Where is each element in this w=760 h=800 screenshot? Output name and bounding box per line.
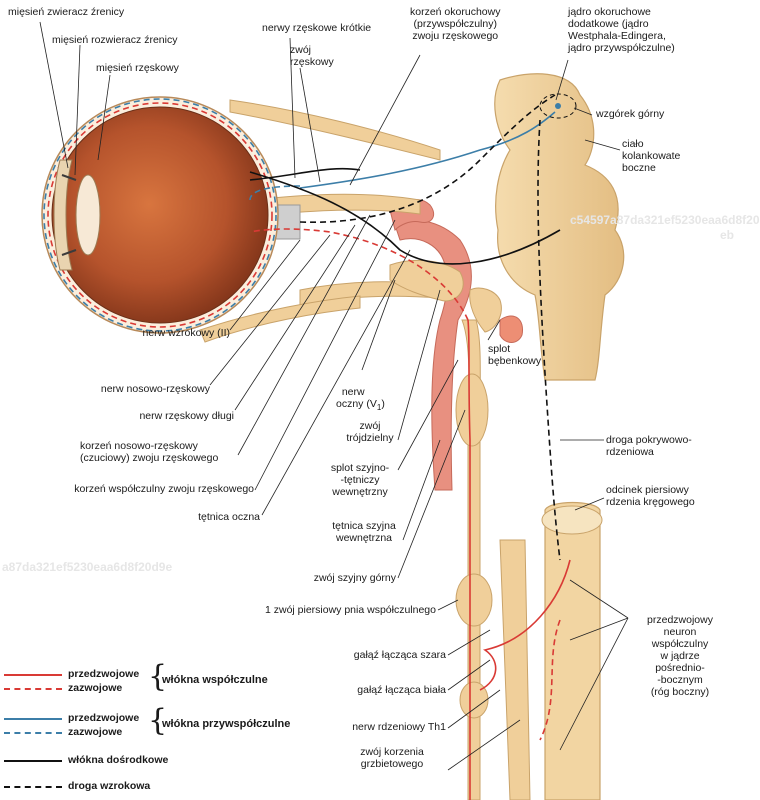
label-white-ramus: gałąź łącząca biała	[357, 684, 446, 696]
legend-group-sympathetic: włókna współczulne	[162, 674, 268, 686]
eyeball	[41, 96, 279, 334]
label-tectospinal-tract: droga pokrywowo- rdzeniowa	[606, 434, 692, 458]
anatomy-figure: { "labels": { "zwieracz": "mięsień zwier…	[2, 6, 760, 800]
parasympathetic-fibres	[249, 111, 556, 201]
spinal-cord	[499, 501, 603, 800]
internal-carotid-artery	[389, 199, 472, 491]
label-short-ciliary-nerves: nerwy rzęskowe krótkie	[262, 22, 372, 34]
watermark-3: a87da321ef5230eaa6d8f20d9e	[2, 560, 173, 574]
legend-brace: {	[148, 703, 168, 738]
legend-label: przedzwojowe	[68, 668, 140, 680]
label-edinger-westphal: jądro okoruchowe dodatkowe (jądro Westph…	[568, 6, 675, 54]
label-spinal-nerve-th1: nerw rdzeniowy Th1	[352, 721, 446, 733]
label-carotid-plexus: splot szyjno- -tętniczy wewnętrzny	[330, 462, 390, 498]
legend-label: zazwojowe	[68, 726, 123, 738]
legend-swatch	[4, 718, 62, 720]
label-internal-carotid: tętnica szyjna wewnętrzna	[332, 520, 396, 544]
label-dilator-pupillae: mięsień rozwieracz źrenicy	[52, 34, 178, 46]
label-sphincter-pupillae: mięsień zwieracz źrenicy	[8, 6, 125, 18]
label-preganglionic-neuron: przedzwojowy neuron współczulny w jądrze…	[647, 614, 713, 698]
label-nasociliary-nerve: nerw nosowo-rzęskowy	[100, 383, 210, 395]
legend-swatch	[4, 732, 62, 734]
legend-swatch	[4, 760, 62, 762]
label-long-ciliary-nerve: nerw rzęskowy długi	[139, 410, 234, 422]
label-trigeminal-ganglion: zwój trójdzielny	[346, 420, 394, 444]
legend-label: droga wzrokowa	[68, 780, 151, 792]
brainstem	[494, 73, 625, 381]
legend-swatch	[4, 674, 62, 676]
legend-label: zazwojowe	[68, 682, 123, 694]
visual-pathway	[299, 94, 561, 561]
watermark-1: c54597a87da321ef5230eaa6d8f20	[570, 213, 760, 227]
label-nasociliary-root: korzeń nosowo-rzęskowy (czuciowy) zwoju …	[80, 440, 219, 464]
label-superior-colliculus: wzgórek górny	[596, 108, 665, 120]
anatomy-illustration	[39, 21, 629, 800]
label-ophthalmic-artery: tętnica oczna	[198, 511, 260, 523]
legend-group-parasympathetic: włókna przywspółczulne	[162, 718, 291, 730]
afferent-fibres	[249, 167, 561, 265]
label-ciliary-muscle: mięsień rzęskowy	[96, 62, 179, 74]
label-tympanic-plexus: splot bębenkowy	[488, 343, 542, 367]
legend-label: przedzwojowe	[68, 712, 140, 724]
legend-swatch	[4, 786, 62, 788]
leader-lines	[39, 21, 629, 771]
legend-brace: {	[148, 659, 168, 694]
label-superior-cervical-ganglion: zwój szyjny górny	[313, 572, 396, 584]
sympathetic-fibres	[249, 228, 571, 800]
label-ophthalmic-nerve: nerw oczny (V1)	[336, 386, 385, 413]
legend-label: włókna dośrodkowe	[68, 754, 169, 766]
sympathetic-trunk	[455, 319, 493, 800]
label-lateral-geniculate: ciało kolankowate boczne	[622, 138, 681, 174]
watermark-2: eb	[720, 228, 735, 242]
label-first-thoracic-ganglion: 1 zwój piersiowy pnia współczulnego	[264, 604, 436, 616]
label-sympathetic-root: korzeń współczulny zwoju rzęskowego	[74, 483, 254, 495]
label-gray-ramus: gałąź łącząca szara	[353, 649, 446, 661]
label-thoracic-cord: odcinek piersiowy rdzenia kręgowego	[606, 484, 695, 508]
label-ciliary-ganglion: zwój rzęskowy	[290, 44, 334, 68]
label-oculomotor-root: korzeń okoruchowy (przywspółczulny) zwoj…	[410, 6, 501, 42]
label-dorsal-root-ganglion: zwój korzenia grzbietowego	[360, 746, 424, 770]
cranial-nerves	[199, 99, 524, 343]
label-optic-nerve: nerw wzrokowy (II)	[142, 327, 230, 339]
legend-swatch	[4, 688, 62, 690]
